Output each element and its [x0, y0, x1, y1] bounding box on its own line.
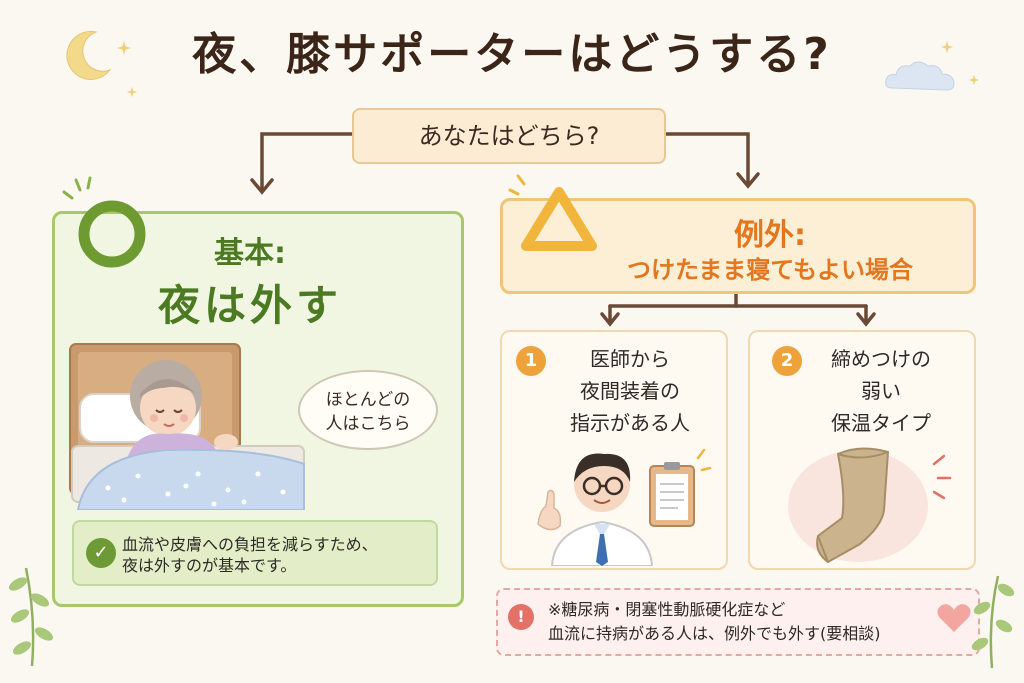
check-icon: ✓: [86, 538, 116, 568]
star-icon: [968, 74, 980, 86]
case-number-2: 2: [772, 346, 802, 376]
reason-line-2: 夜は外すのが基本です。: [122, 556, 297, 575]
question-box: あなたはどちら?: [352, 108, 666, 164]
speech-line-1: ほとんどの: [325, 390, 411, 410]
star-icon: [126, 86, 138, 98]
speech-line-2: 人はこちら: [325, 414, 411, 434]
exception-label: 例外:: [734, 218, 806, 253]
triangle-caution-icon: [521, 187, 597, 251]
flow-arrows: [250, 132, 876, 327]
note-line-1: ※糖尿病・閉塞性動脈硬化症など: [548, 600, 786, 619]
page-title: 夜、膝サポーターはどうする?: [192, 29, 832, 80]
case-2-line-2: 弱い: [861, 379, 901, 403]
reason-line-1: 血流や皮膚への負担を減らすため、: [122, 535, 378, 554]
warning-note: [496, 588, 980, 656]
case-1-line-1: 医師から: [590, 347, 670, 371]
speech-bubble: ほとんどの 人はこちら: [298, 370, 438, 450]
case-number-1: 1: [516, 346, 546, 376]
exception-title: つけたまま寝てもよい場合: [626, 256, 914, 284]
case-2-line-3: 保温タイプ: [831, 411, 931, 435]
star-icon: [940, 40, 954, 54]
basic-title: 夜は外す: [157, 281, 342, 330]
basic-label: 基本:: [214, 236, 286, 271]
leaf-icon: [971, 575, 1015, 669]
sparkle-lines: [508, 174, 526, 196]
sparkle-lines: [62, 176, 92, 200]
circle-ok-icon: [78, 200, 146, 268]
case-1-line-2: 夜間装着の: [580, 379, 680, 403]
cloud-icon: [885, 61, 955, 91]
heart-icon: [937, 604, 971, 632]
reason-box: [72, 520, 438, 586]
case-text-1: 医師から 夜間装着の 指示がある人: [540, 343, 720, 439]
leaf-icon: [8, 567, 54, 667]
exclamation-icon: !: [508, 604, 534, 630]
sleeping-woman-illustration: [69, 343, 305, 510]
note-text: ※糖尿病・閉塞性動脈硬化症など 血流に持病がある人は、例外でも外す(要相談): [548, 598, 968, 646]
case-text-2: 締めつけの 弱い 保温タイプ: [796, 343, 966, 439]
knee-supporter-illustration: [788, 447, 952, 564]
note-line-2: 血流に持病がある人は、例外でも外す(要相談): [548, 624, 881, 643]
moon-icon: [66, 30, 112, 80]
star-icon: [117, 41, 131, 55]
doctor-illustration: [537, 448, 712, 566]
case-2-line-1: 締めつけの: [831, 347, 931, 371]
reason-text: 血流や皮膚への負担を減らすため、 夜は外すのが基本です。: [122, 534, 432, 576]
case-1-line-3: 指示がある人: [570, 411, 690, 435]
